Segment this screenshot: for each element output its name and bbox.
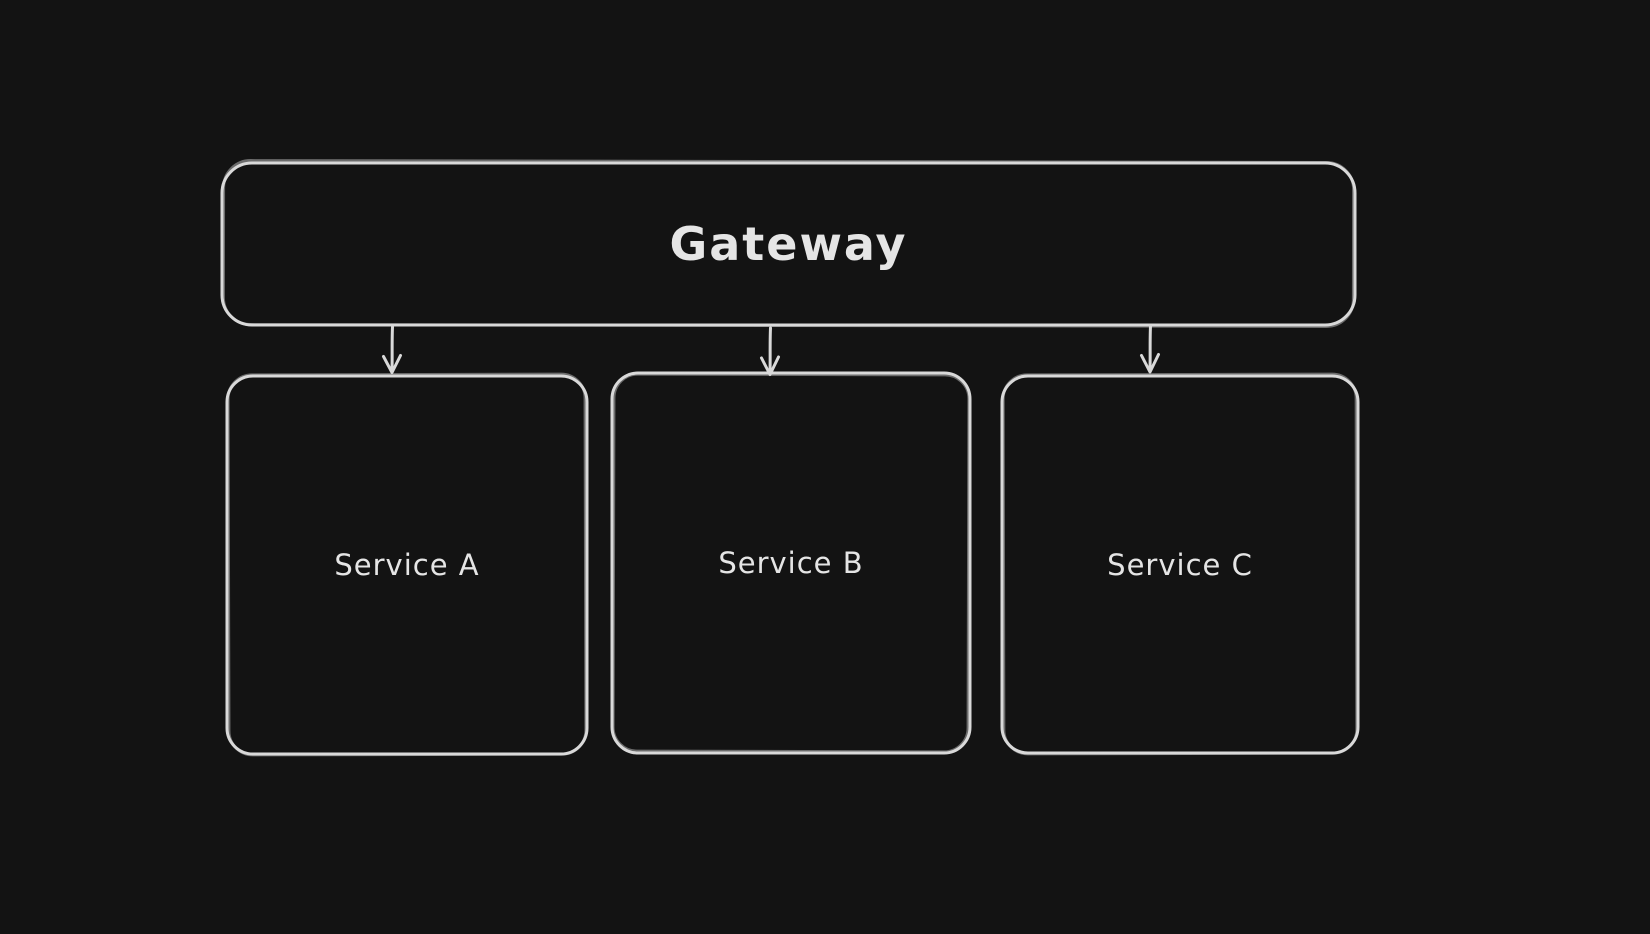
service-c-node-box [1000, 372, 1360, 756]
gateway-node-box [220, 159, 1357, 328]
service-a-node-box [225, 372, 589, 757]
service-b-node-box [610, 371, 972, 755]
edge-arrow-gateway-to-service-b [760, 326, 780, 376]
edge-arrow-gateway-to-service-c [1140, 324, 1160, 374]
edge-arrow-gateway-to-service-a [382, 325, 402, 374]
